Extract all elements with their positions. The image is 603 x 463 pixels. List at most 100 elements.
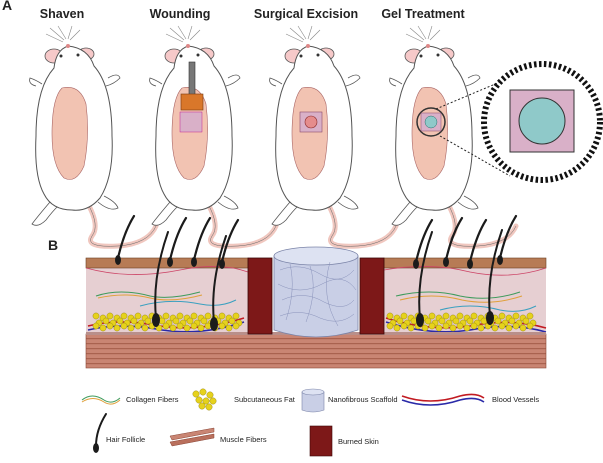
fat-droplet [92, 312, 100, 320]
fat-droplet [204, 312, 212, 320]
step-title-wounding: Wounding [150, 7, 211, 21]
zoom-line-top [435, 81, 501, 110]
excision-circle [304, 115, 318, 129]
muscle-layer [85, 333, 547, 369]
epidermis-right [383, 257, 547, 269]
svg-text:Hair Follicle: Hair Follicle [106, 435, 145, 444]
legend-muscle-fibers: Muscle Fibers [169, 427, 267, 447]
step-title-shaven: Shaven [40, 7, 84, 21]
subcutaneous-fat-left [92, 312, 243, 332]
fat-droplet [190, 322, 198, 330]
fat-droplet [99, 324, 107, 332]
step-title-surgical-excision: Surgical Excision [254, 7, 358, 21]
fat-droplet [176, 322, 184, 330]
fat-droplet [218, 312, 226, 320]
hair-follicle-1 [113, 214, 136, 267]
fat-droplet [519, 324, 527, 332]
fat-droplet [141, 324, 149, 332]
fat-droplet [197, 324, 205, 332]
step-title-gel-treatment: Gel Treatment [381, 7, 465, 21]
fat-droplet [526, 312, 534, 320]
fat-droplet [92, 322, 100, 330]
svg-text:Muscle Fibers: Muscle Fibers [220, 435, 267, 444]
fat-droplet [512, 322, 520, 330]
fat-droplet [400, 322, 408, 330]
fat-droplet [498, 322, 506, 330]
fat-droplet [421, 324, 429, 332]
fat-droplet [435, 324, 443, 332]
fat-droplet [106, 322, 114, 330]
legend: Collagen Fibers Subcutaneous Fat Nanofib… [81, 388, 539, 457]
fat-droplet [218, 322, 226, 330]
fat-droplet [456, 312, 464, 320]
fat-droplet [162, 312, 170, 320]
fat-droplet [190, 312, 198, 320]
fat-droplet [498, 312, 506, 320]
fat-droplet [232, 312, 240, 320]
legend-collagen-fibers: Collagen Fibers [81, 395, 179, 405]
wound-square [179, 111, 203, 133]
burned-skin-right [359, 257, 385, 335]
legend-hair-follicle: Hair Follicle [93, 413, 145, 453]
fat-droplet [466, 317, 474, 325]
fat-droplet [106, 312, 114, 320]
fat-droplet [452, 317, 460, 325]
fat-droplet [526, 322, 534, 330]
heated-block [180, 93, 204, 111]
fat-droplet [491, 324, 499, 332]
svg-text:Burned Skin: Burned Skin [338, 437, 379, 446]
fat-droplet [442, 322, 450, 330]
fat-droplet [442, 312, 450, 320]
gel-treatment-ring [416, 107, 446, 137]
legend-blood-vessels: Blood Vessels [401, 393, 539, 406]
heated-rod [188, 61, 196, 97]
fat-droplet [428, 312, 436, 320]
svg-text:Collagen Fibers: Collagen Fibers [126, 395, 179, 404]
fat-droplet [113, 324, 121, 332]
nanofibrous-scaffold [273, 246, 359, 338]
burned-skin-left [247, 257, 273, 335]
fat-droplet [120, 322, 128, 330]
subcutaneous-fat-right [386, 312, 537, 332]
shaven-skin-patch [51, 87, 88, 180]
inset-gel-disc [518, 97, 566, 145]
fat-droplet [144, 317, 152, 325]
fat-droplet [116, 317, 124, 325]
fat-droplet [120, 312, 128, 320]
fat-droplet [162, 322, 170, 330]
fat-droplet [400, 312, 408, 320]
fat-droplet [477, 324, 485, 332]
fat-droplet [200, 317, 208, 325]
legend-nanofibrous-scaffold: Nanofibrous Scaffold [301, 388, 398, 413]
panel-b-label: B [48, 237, 58, 253]
fat-droplet [386, 312, 394, 320]
panel-a-label: A [2, 0, 12, 13]
fat-droplet [508, 317, 516, 325]
fat-droplet [127, 324, 135, 332]
magnified-inset [481, 61, 603, 183]
fat-droplet [169, 324, 177, 332]
mouse-gel-treatment [390, 26, 516, 246]
skin-cross-section [85, 214, 547, 369]
fat-droplet [228, 317, 236, 325]
fat-droplet [232, 322, 240, 330]
fat-droplet [134, 312, 142, 320]
fat-droplet [102, 317, 110, 325]
fat-droplet [130, 317, 138, 325]
fat-droplet [494, 317, 502, 325]
fat-droplet [505, 324, 513, 332]
fat-droplet [470, 312, 478, 320]
legend-subcutaneous-fat: Subcutaneous Fat [192, 388, 296, 411]
fat-droplet [470, 322, 478, 330]
fat-droplet [456, 322, 464, 330]
fat-droplet [438, 317, 446, 325]
svg-text:Subcutaneous Fat: Subcutaneous Fat [234, 395, 296, 404]
fat-droplet [393, 324, 401, 332]
mouse-wounding [150, 26, 276, 246]
fat-droplet [424, 317, 432, 325]
svg-text:Blood Vessels: Blood Vessels [492, 395, 539, 404]
fat-droplet [186, 317, 194, 325]
fat-droplet [522, 317, 530, 325]
fat-droplet [176, 312, 184, 320]
